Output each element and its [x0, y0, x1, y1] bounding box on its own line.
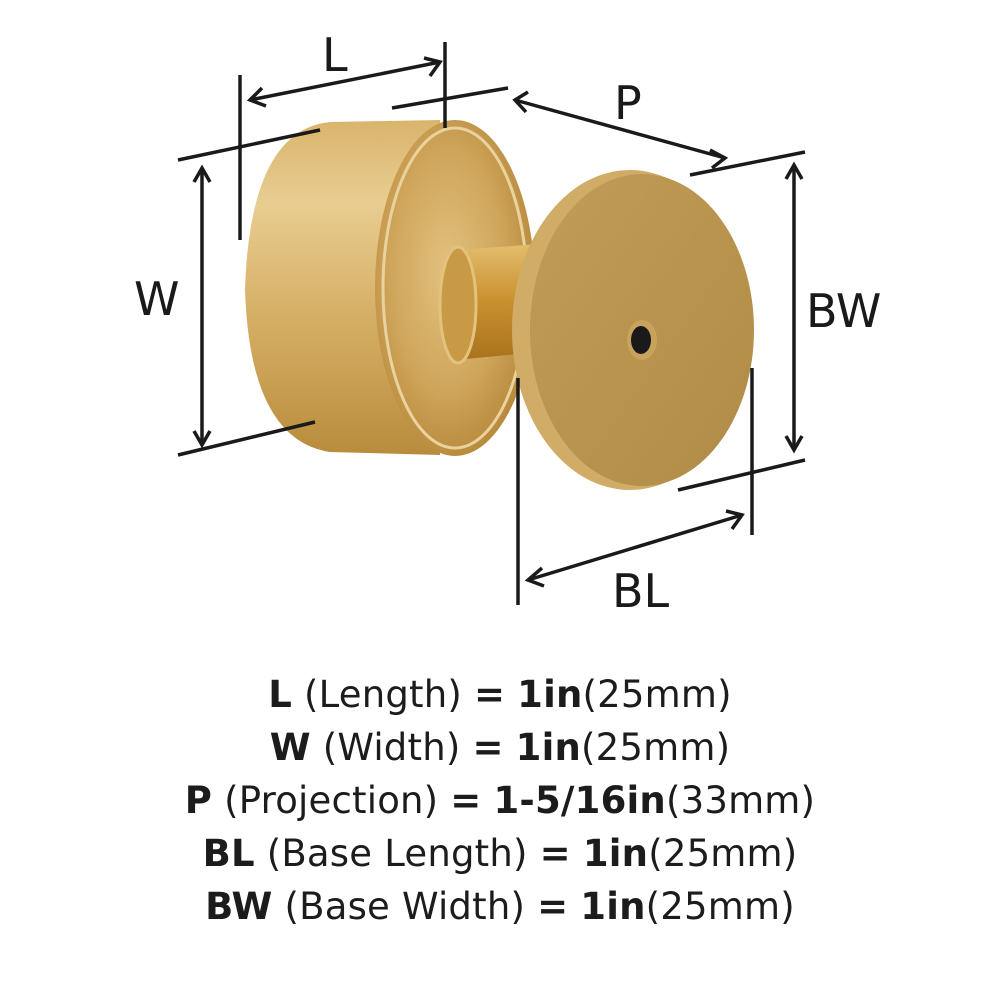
spec-code: W [269, 726, 311, 769]
spec-metric: (25mm) [645, 885, 795, 928]
spec-equals: = [537, 885, 569, 928]
spec-name: (Base Width) [284, 885, 526, 928]
spec-code: L [268, 673, 292, 716]
spec-base-length: BL (Base Length) = 1in(25mm) [0, 827, 1000, 880]
spec-code: BW [205, 885, 273, 928]
spec-equals: = [450, 779, 482, 822]
spec-equals: = [472, 726, 504, 769]
spec-metric: (25mm) [582, 673, 732, 716]
spec-metric: (33mm) [665, 779, 816, 822]
spec-value: 1in [580, 885, 646, 928]
spec-base-width: BW (Base Width) = 1in(25mm) [0, 880, 1000, 933]
spec-projection: P (Projection) = 1-5/16in(33mm) [0, 774, 1000, 827]
spec-value: 1-5/16in [493, 779, 666, 822]
dimension-label-p: P [614, 76, 642, 130]
spec-value: 1in [517, 673, 583, 716]
base-plate [512, 170, 754, 490]
spec-length: L (Length) = 1in(25mm) [0, 668, 1000, 721]
spec-code: BL [202, 832, 255, 875]
spec-code: P [184, 779, 213, 822]
spec-value: 1in [582, 832, 649, 875]
spec-name: (Width) [322, 726, 461, 769]
spec-metric: (25mm) [648, 832, 798, 875]
knob-dimension-diagram: L W P BW BL [134, 28, 882, 618]
dimension-label-w: W [134, 272, 180, 326]
dimension-label-bw: BW [806, 284, 882, 338]
knob-illustration [177, 42, 806, 605]
mounting-hole [631, 326, 651, 354]
spec-equals: = [539, 832, 571, 875]
spec-metric: (25mm) [581, 726, 731, 769]
dimension-lines [177, 42, 806, 605]
spec-name: (Base Length) [266, 832, 528, 875]
dimension-label-bl: BL [612, 564, 670, 618]
spec-equals: = [474, 673, 506, 716]
spec-name: (Length) [303, 673, 463, 716]
spec-name: (Projection) [224, 779, 439, 822]
dimension-label-l: L [322, 28, 348, 82]
spec-value: 1in [515, 726, 581, 769]
specification-list: L (Length) = 1in(25mm) W (Width) = 1in(2… [0, 668, 1000, 933]
spec-width: W (Width) = 1in(25mm) [0, 721, 1000, 774]
